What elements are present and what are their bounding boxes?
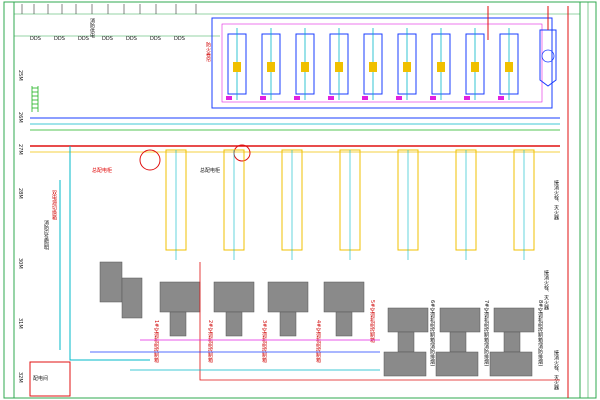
left-label: 27M [17,144,23,155]
lower-units-row1 [99,261,365,337]
top-label: DDS [78,36,89,42]
lower-units-row2 [383,307,535,377]
top-hatches [21,4,197,14]
right-note-mid: 接消火栓、灭火器 [543,269,549,311]
circle-marker [233,144,251,162]
equipment-caption: 5#空调机组控制箱 [369,300,375,344]
feeder-inner-lines [175,150,525,260]
top-label: DDS [126,36,137,42]
drawing-border [3,1,597,399]
red-risers [487,6,569,398]
lower-caption: 8#空调机组控制箱(消防排烟) [537,300,543,366]
left-cyan-run [59,146,150,361]
left-label: 31M [17,318,23,329]
right-note-top: 接消火栓、灭火器 [553,179,559,221]
center-label-2: 总配电柜 [200,167,220,174]
right-note-bottom: 接消火栓、灭火器 [553,349,559,391]
equipment-caption: 2#空调机组控制箱 [207,320,213,364]
left-label: 32M [17,372,23,383]
main-buses [30,117,560,153]
left-label: 25M [17,70,23,81]
top-label: DDS [102,36,113,42]
left-note-red: 双电源切换箱 [51,190,57,221]
bottom-left-room [29,361,71,397]
lower-wiring [90,262,560,381]
left-label: 26M [17,112,23,123]
top-label: DDS [174,36,185,42]
top-label: DDS [54,36,65,42]
top-label: DDS [150,36,161,42]
lower-caption: 6#空调机组控制箱(消防排烟) [429,300,435,366]
left-label: 28M [17,188,23,199]
equipment-caption: 1#空调机组控制箱 [153,320,159,364]
left-ladder [31,86,39,112]
bottom-left-label: 配电间 [33,375,48,382]
center-label-1: 总配电柜 [92,167,112,174]
top-row-labels: DDS DDS DDS DDS DDS DDS DDS [30,36,185,42]
left-note: 消防应急照明 [43,219,49,251]
top-label: DDS [30,36,41,42]
equipment-captions: 1#空调机组控制箱 2#空调机组控制箱 3#空调机组控制箱 4#空调机组控制箱 … [153,300,375,364]
circle-marker [139,149,161,171]
title-note: 防火卷帘 [205,41,211,63]
left-label: 30M [17,258,23,269]
lower-captions: 6#空调机组控制箱(消防排烟) 7#空调机组控制箱(消防排烟) 8#空调机组控制… [429,300,543,366]
equipment-caption: 3#空调机组控制箱 [261,320,267,364]
upper-equipment-bank [211,17,557,109]
left-column-labels: 25M 26M 27M 28M 30M 31M 32M [17,70,23,383]
equipment-caption: 4#空调机组控制箱 [315,320,321,364]
vertical-title-top: 消防供电 [89,17,95,38]
lower-caption: 7#空调机组控制箱(消防排烟) [483,300,489,366]
